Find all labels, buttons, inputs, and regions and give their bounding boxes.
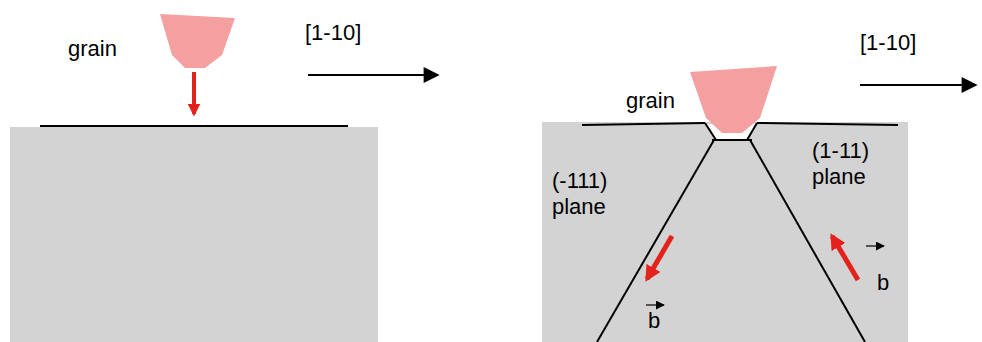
- surface-line: [757, 123, 898, 125]
- grain-label: grain: [626, 88, 675, 114]
- direction-arrow: [308, 74, 438, 76]
- plane-label: (1-11) plane: [812, 138, 890, 191]
- burgers-vector-label: b: [877, 270, 889, 296]
- burgers-vector-label: b: [648, 308, 660, 334]
- slip-plane: [597, 140, 714, 342]
- slip-arrow: [647, 236, 672, 279]
- slip-arrow: [832, 236, 858, 280]
- crystal-block: [542, 122, 908, 342]
- direction-label: [1-10]: [860, 30, 916, 56]
- plane-label: (-111) plane: [552, 168, 630, 221]
- surface-line: [40, 125, 348, 127]
- vector-arrow: [646, 304, 664, 305]
- grain-label: grain: [68, 36, 117, 62]
- grain-shape: [160, 14, 235, 68]
- direction-arrow: [860, 84, 976, 86]
- load-arrow: [192, 72, 196, 114]
- surface-line: [582, 123, 705, 125]
- indent-floor: [712, 139, 752, 141]
- vector-arrow: [866, 245, 884, 246]
- direction-label: [1-10]: [305, 20, 361, 46]
- grain-shape: [690, 66, 777, 133]
- crystal-block: [10, 127, 378, 342]
